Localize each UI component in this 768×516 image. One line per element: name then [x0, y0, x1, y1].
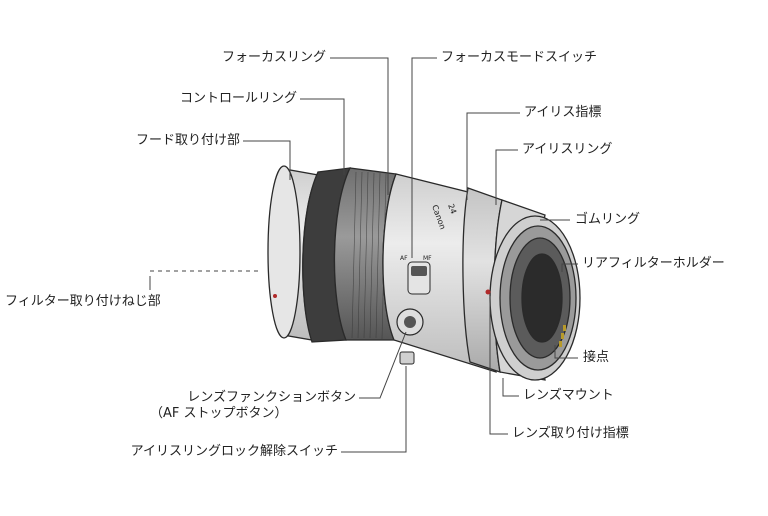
label-rear-filter-holder: リアフィルターホルダー	[582, 256, 725, 271]
mount-index-dot	[485, 289, 491, 295]
hood-index-dot	[273, 294, 277, 298]
front-element-rim	[267, 165, 301, 339]
leader-lens-mount	[502, 378, 519, 397]
label-lens-function-button-2: （AF ストップボタン）	[150, 406, 288, 421]
label-iris-index: アイリス指標	[524, 105, 602, 120]
leader-iris-index	[466, 112, 520, 200]
focus-ring-ribs	[351, 171, 387, 340]
leader-hood-mount	[243, 140, 291, 180]
label-iris-lock-switch: アイリスリングロック解除スイッチ	[130, 444, 338, 459]
leader-iris-lock-switch	[341, 366, 407, 453]
lens-function-button-center	[404, 316, 416, 328]
leader-lens-function-button	[359, 331, 407, 399]
label-iris-ring: アイリスリング	[522, 142, 613, 157]
switch-label-mf: MF	[423, 255, 432, 262]
focal-print: 24	[446, 203, 458, 216]
switch-panel: AF MF	[396, 255, 432, 365]
leader-iris-ring	[495, 149, 518, 205]
rear-element	[521, 253, 563, 343]
leader-contacts	[554, 345, 578, 359]
leader-mount-index	[489, 296, 508, 435]
label-mount-index: レンズ取り付け指標	[512, 426, 629, 441]
label-filter-thread: フィルター取り付けねじ部	[5, 294, 161, 309]
label-contacts: 接点	[583, 350, 610, 365]
label-rubber-ring: ゴムリング	[575, 212, 641, 227]
leader-focus-ring	[330, 57, 389, 195]
label-focus-ring: フォーカスリング	[221, 50, 326, 65]
label-control-ring: コントロールリング	[179, 91, 297, 106]
leader-rear-filter-holder	[561, 263, 578, 272]
iris-lock-switch[interactable]	[399, 351, 415, 365]
label-lens-mount: レンズマウント	[523, 388, 614, 403]
leader-control-ring	[300, 98, 345, 175]
contacts-pins	[559, 325, 566, 347]
label-lens-function-button-1: レンズファンクションボタン	[187, 390, 356, 405]
leader-focus-mode-switch	[411, 57, 437, 258]
label-hood-mount: フード取り付け部	[135, 133, 240, 148]
focus-mode-switch-knob	[411, 266, 427, 276]
label-focus-mode-switch: フォーカスモードスイッチ	[441, 50, 598, 65]
leader-lines	[149, 57, 578, 453]
switch-label-af: AF	[400, 255, 408, 262]
